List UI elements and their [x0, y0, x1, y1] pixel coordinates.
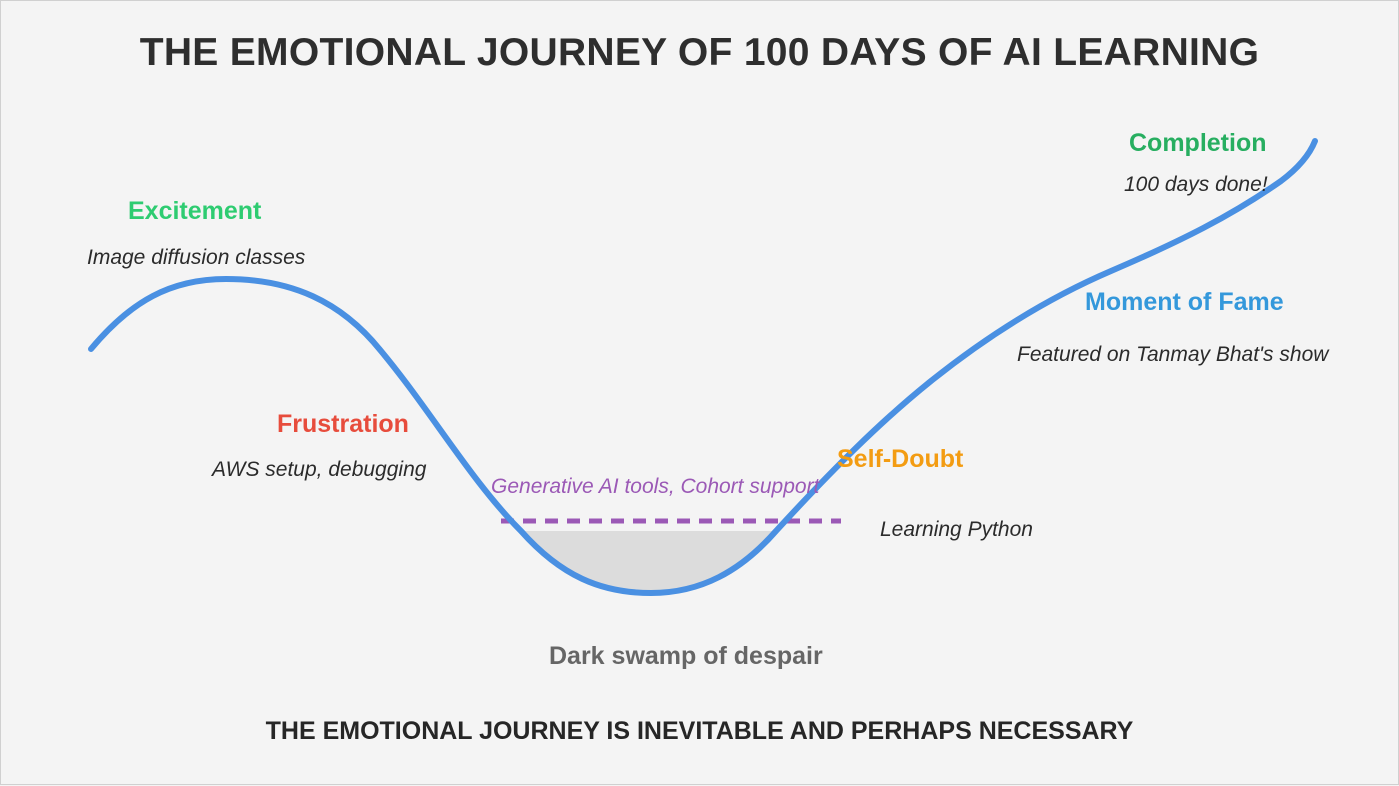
swamp-label: Dark swamp of despair	[549, 642, 823, 670]
diagram-title: THE EMOTIONAL JOURNEY OF 100 DAYS OF AI …	[139, 31, 1260, 74]
stage-note-completion: 100 days done!	[1124, 173, 1268, 196]
stage-label-frustration: Frustration	[277, 410, 409, 438]
stage-label-excitement: Excitement	[128, 197, 262, 225]
stage-note-self-doubt: Learning Python	[880, 518, 1033, 541]
stage-label-completion: Completion	[1129, 129, 1267, 157]
stage-label-self-doubt: Self-Doubt	[837, 445, 964, 473]
emotion-curve	[88, 138, 1318, 597]
support-annotation: Generative AI tools, Cohort support	[491, 475, 820, 498]
stage-note-excitement: Image diffusion classes	[87, 246, 306, 269]
diagram-footer: THE EMOTIONAL JOURNEY IS INEVITABLE AND …	[265, 717, 1134, 745]
stage-label-moment-of-fame: Moment of Fame	[1085, 288, 1284, 316]
stage-note-frustration: AWS setup, debugging	[212, 458, 427, 481]
stage-note-moment-of-fame: Featured on Tanmay Bhat's show	[1017, 343, 1329, 366]
